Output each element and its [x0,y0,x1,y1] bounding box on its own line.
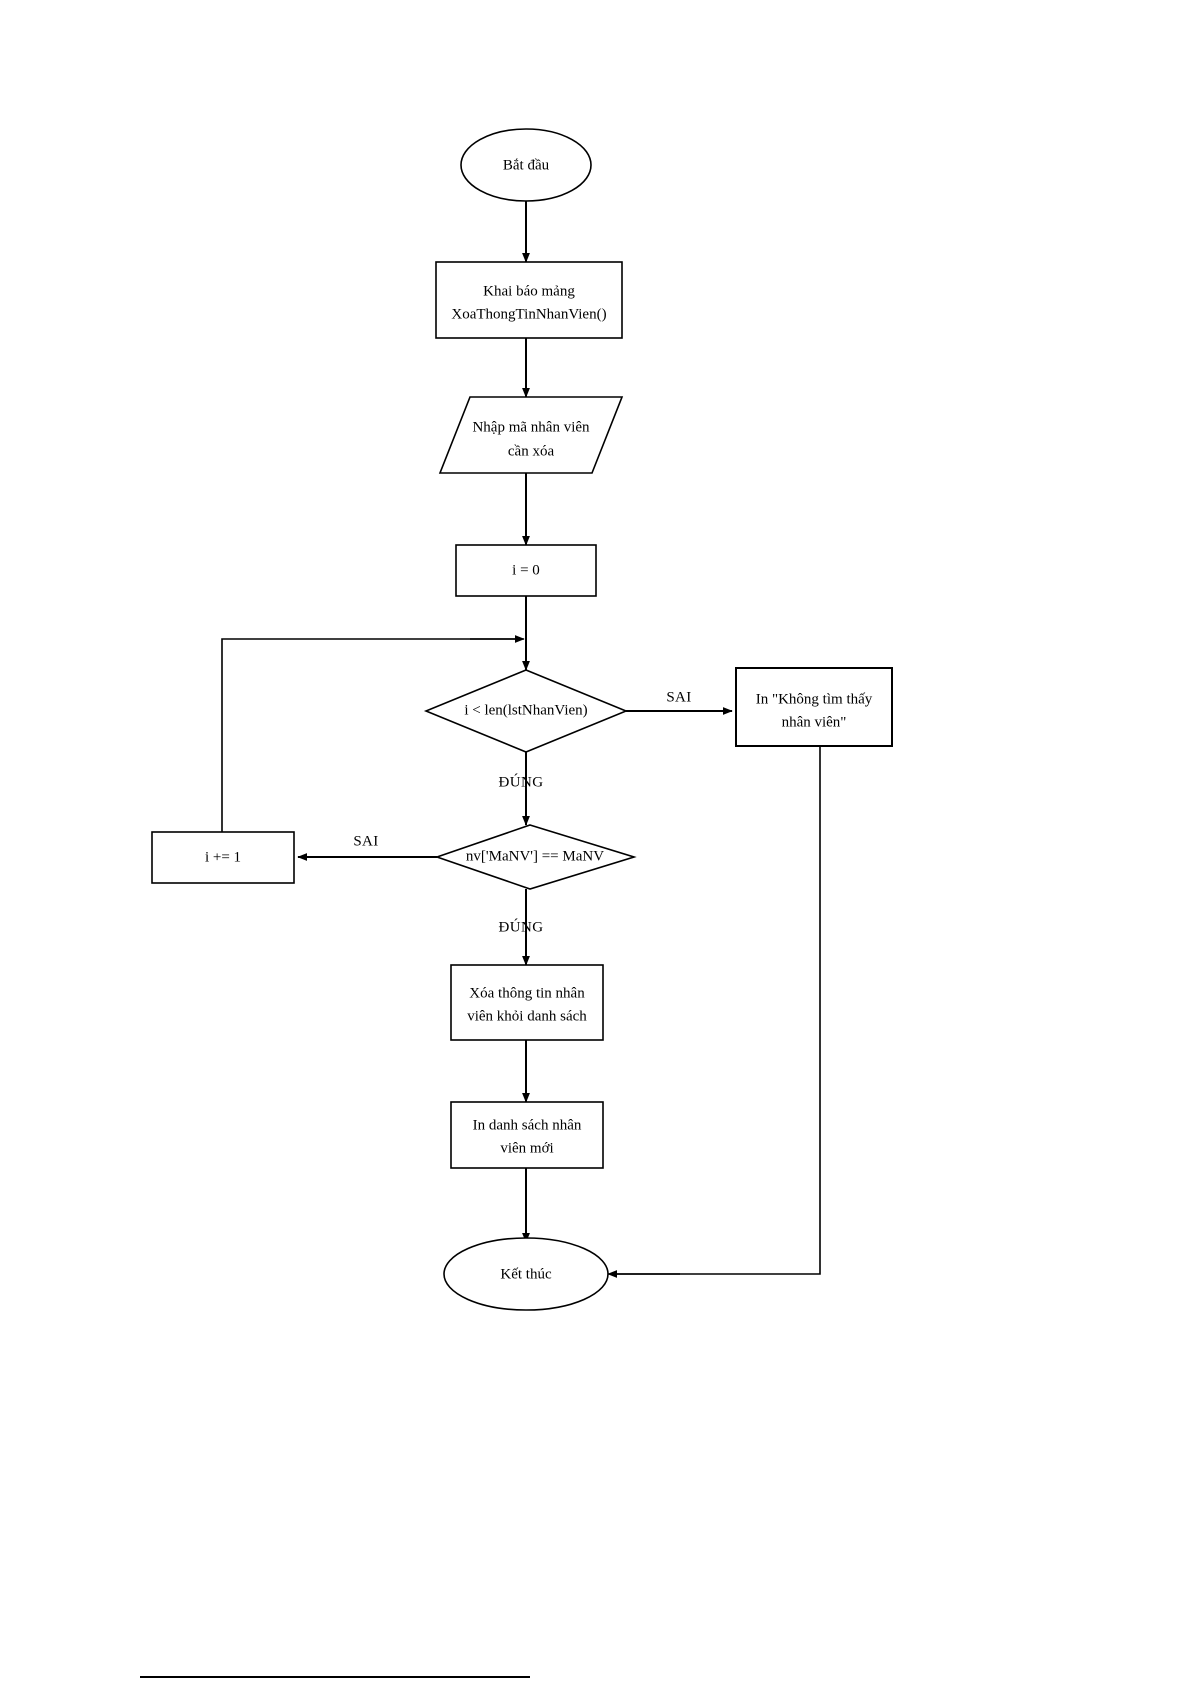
node-input-line1: Nhập mã nhân viên [472,419,590,435]
node-end[interactable] [443,1237,609,1311]
node-not-found[interactable] [735,667,893,747]
node-print-list-line2: viên mới [500,1140,553,1156]
node-input-line2: cần xóa [508,443,555,459]
node-end-label: Kết thúc [500,1266,552,1282]
node-delete-line2: viên khỏi danh sách [467,1008,587,1024]
node-start[interactable] [460,128,592,202]
node-declare-line1: Khai báo mảng [483,283,575,299]
node-loop-condition[interactable] [423,669,629,753]
node-increment[interactable] [151,831,295,884]
node-input[interactable] [438,396,624,474]
node-increment-label: i += 1 [205,849,241,865]
node-match-condition-label: nv['MaNV'] == MaNV [466,848,604,864]
footer-divider [140,1676,530,1678]
node-declare[interactable] [435,261,623,339]
edge-label-matchcond-dung: ĐÚNG [499,918,544,935]
edge-notfound-to-end-path [612,746,821,1275]
edge-label-loopcond-sai: SAI [666,689,691,705]
node-delete-line1: Xóa thông tin nhân [469,985,585,1001]
node-delete[interactable] [450,964,604,1041]
edge-label-loopcond-dung: ĐÚNG [499,773,544,790]
node-loop-condition-label: i < len(lstNhanVien) [464,702,587,718]
node-print-list-line1: In danh sách nhân [473,1117,582,1133]
node-print-list[interactable] [450,1101,604,1169]
node-init-label: i = 0 [512,562,540,578]
node-match-condition[interactable] [434,824,637,890]
node-not-found-line1: In "Không tìm thấy [756,691,873,707]
node-start-label: Bắt đầu [503,157,550,173]
node-declare-line2: XoaThongTinNhanVien() [451,306,606,322]
node-init[interactable] [455,544,597,597]
node-not-found-line2: nhân viên" [782,714,847,730]
edge-label-matchcond-sai: SAI [353,833,378,849]
edge-increment-loopback-path [221,638,518,832]
